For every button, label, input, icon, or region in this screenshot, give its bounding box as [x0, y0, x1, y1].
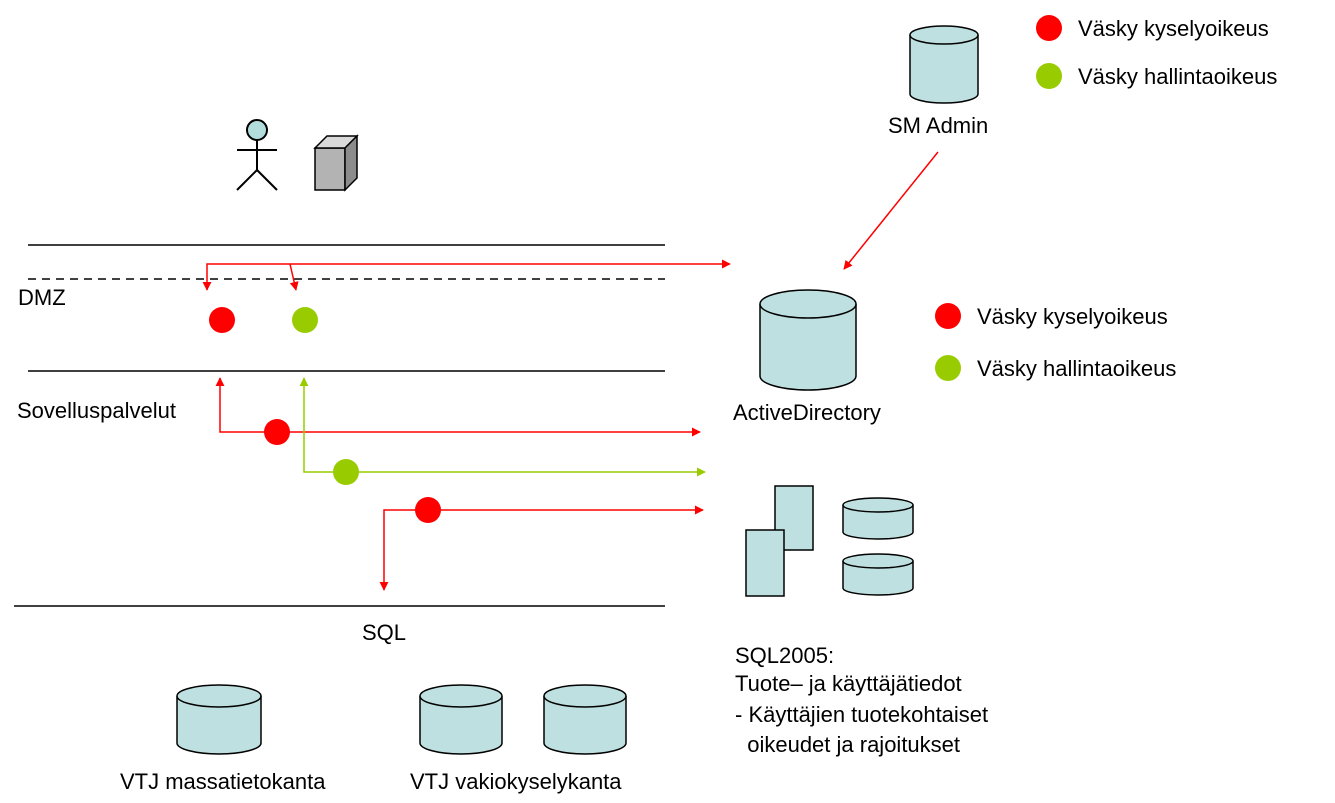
sm-admin-database-icon	[909, 25, 979, 104]
active-directory-database-icon	[759, 289, 857, 391]
legend-top-green-dot	[1036, 63, 1062, 89]
person-icon	[236, 119, 278, 191]
vtj-mass-database-icon	[176, 684, 262, 755]
sql2005-line-3: oikeudet ja rajoitukset	[735, 732, 960, 757]
sql-database-icon-bottom	[842, 553, 914, 596]
legend-top-red-dot	[1036, 15, 1062, 41]
dmz-to-ad-connector	[202, 259, 731, 291]
apps-red-dot	[264, 419, 290, 445]
dmz-red-dot	[209, 307, 235, 333]
apps-red-path-to-ad	[215, 377, 701, 437]
zone-label-apps: Sovelluspalvelut	[17, 398, 176, 423]
legend-mid-red-label: Väsky kyselyoikeus	[977, 304, 1168, 329]
sql-red-path	[379, 505, 704, 591]
sm-admin-label: SM Admin	[888, 113, 988, 138]
vtj-std-label: VTJ vakiokyselykanta	[410, 769, 622, 794]
sql-database-icon-top	[842, 497, 914, 540]
sql2005-line-2: - Käyttäjien tuotekohtaiset	[735, 702, 988, 727]
workstation-icon	[313, 134, 359, 192]
apps-green-path	[299, 377, 706, 477]
active-directory-label: ActiveDirectory	[733, 400, 881, 425]
legend-mid-green-label: Väsky hallintaoikeus	[977, 356, 1176, 381]
dmz-green-dot	[292, 307, 318, 333]
vtj-std-database-icon-left	[419, 684, 503, 755]
sql2005-title: SQL2005:	[735, 643, 834, 668]
dmz-green-branch	[289, 263, 299, 291]
legend-mid-red-dot	[935, 303, 961, 329]
sql-red-dot	[415, 497, 441, 523]
arrow-smadmin-to-ad	[843, 151, 939, 270]
legend-mid-green-dot	[935, 355, 961, 381]
apps-green-dot	[333, 459, 359, 485]
zone-label-dmz: DMZ	[18, 285, 66, 310]
zone-label-sql: SQL	[362, 620, 406, 645]
vtj-mass-label: VTJ massatietokanta	[120, 769, 326, 794]
server-icon	[745, 485, 814, 597]
legend-top-red-label: Väsky kyselyoikeus	[1078, 16, 1269, 41]
sql2005-line-1: Tuote– ja käyttäjätiedot	[735, 671, 962, 696]
legend-top-green-label: Väsky hallintaoikeus	[1078, 64, 1277, 89]
vtj-std-database-icon-right	[543, 684, 627, 755]
